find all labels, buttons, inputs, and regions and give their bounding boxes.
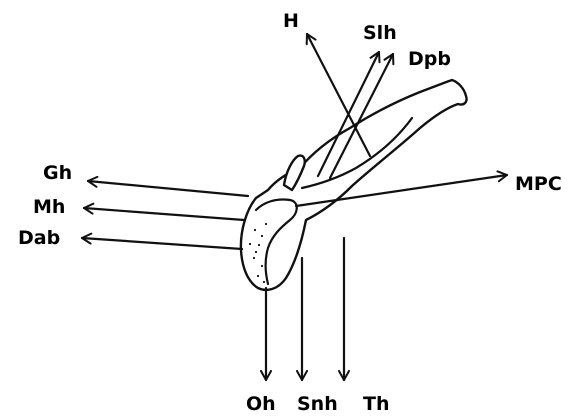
label-oh: Oh — [246, 393, 276, 415]
label-mh: Mh — [33, 196, 65, 218]
label-dpb: Dpb — [408, 48, 451, 70]
label-dab: Dab — [18, 227, 60, 249]
arrow-mh — [84, 208, 244, 220]
label-slh: Slh — [363, 22, 397, 44]
arrow-dab — [82, 238, 242, 249]
label-h: H — [283, 10, 299, 32]
label-snh: Snh — [297, 393, 338, 415]
label-mpc: MPC — [515, 173, 562, 195]
arrow-gh — [88, 181, 248, 196]
label-gh: Gh — [43, 162, 72, 184]
label-th: Th — [363, 393, 390, 415]
